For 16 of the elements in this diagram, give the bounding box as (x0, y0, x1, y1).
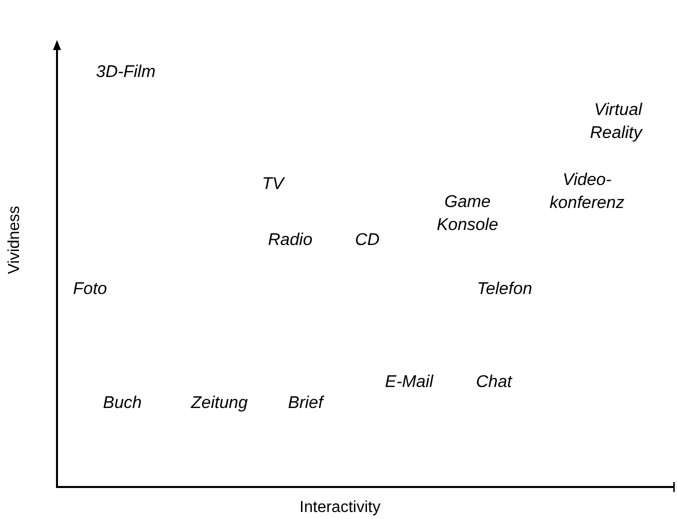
medium-label: Brief (288, 392, 326, 414)
medium-label: TV (262, 173, 286, 195)
medium-label: Zeitung (191, 392, 249, 414)
medium-label: Radio (268, 229, 314, 251)
medium-label: Virtual Reality (589, 99, 642, 144)
medium-label: Buch (103, 392, 143, 414)
medium-label: Telefon (477, 278, 534, 300)
medium-label: Video- konferenz (548, 169, 626, 214)
medium-label: Game Konsole (436, 191, 500, 236)
medium-label: Foto (73, 278, 108, 300)
medium-label: CD (355, 229, 381, 251)
medium-label: Chat (476, 371, 514, 393)
axis-title: Vividness (5, 206, 24, 274)
medium-label: 3D-Film (96, 61, 156, 83)
axis-title: Interactivity (300, 498, 380, 518)
medium-label: E-Mail (385, 371, 434, 393)
